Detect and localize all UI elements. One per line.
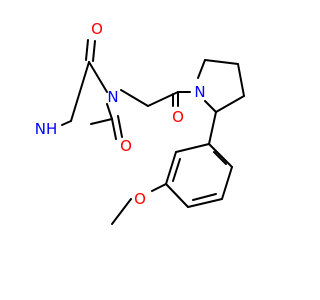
bond-ar3-ar4 xyxy=(187,198,223,208)
bond-c4-n3 xyxy=(88,61,108,93)
molecule-structure: O N NH O O N O xyxy=(35,20,245,225)
bond-ar-inner-2 xyxy=(192,193,217,201)
atom-n-pyrrolidine: N xyxy=(194,83,205,101)
bond-c2-o-double-a xyxy=(111,118,117,140)
atom-o-urea: O xyxy=(120,137,132,155)
bond-ar-inner-3 xyxy=(172,158,181,182)
bond-c3p-c2p xyxy=(215,95,245,113)
bond-ar5-ar6 xyxy=(165,151,177,185)
molecule-canvas: O N NH O O N O xyxy=(35,20,245,225)
bond-ar5-o xyxy=(151,183,167,192)
bond-c2p-aryl xyxy=(208,111,217,145)
bond-c2-o-double-b xyxy=(117,115,123,138)
bond-n-c5p xyxy=(197,59,206,79)
atom-n-ring1: N xyxy=(107,88,118,106)
atom-o-top: O xyxy=(91,20,103,38)
bond-c4-o-double-a xyxy=(85,39,89,61)
bond-c2-n3 xyxy=(106,103,113,120)
atom-o-acyl: O xyxy=(172,108,184,126)
bond-c4-o-double-b xyxy=(92,40,96,62)
bond-c2p-n xyxy=(204,100,217,113)
bond-n1-c2 xyxy=(90,118,113,125)
atom-nh-ring1: NH xyxy=(35,120,58,138)
bond-c5-n1 xyxy=(61,120,72,126)
bond-n3-ch2 xyxy=(120,89,149,107)
bond-ar1-ar2 xyxy=(208,143,233,168)
bond-ar6-ar1 xyxy=(175,143,210,153)
bond-c4p-c3p xyxy=(237,63,245,97)
bond-ar-inner-1 xyxy=(213,151,227,165)
bond-ar2-ar3 xyxy=(221,166,233,200)
bond-ar4-ar5 xyxy=(165,183,189,208)
bond-c5p-c4p xyxy=(204,59,239,65)
bond-c4-c5 xyxy=(70,61,90,122)
bond-o-ch3 xyxy=(111,198,132,225)
atom-o-methoxy: O xyxy=(134,190,146,208)
